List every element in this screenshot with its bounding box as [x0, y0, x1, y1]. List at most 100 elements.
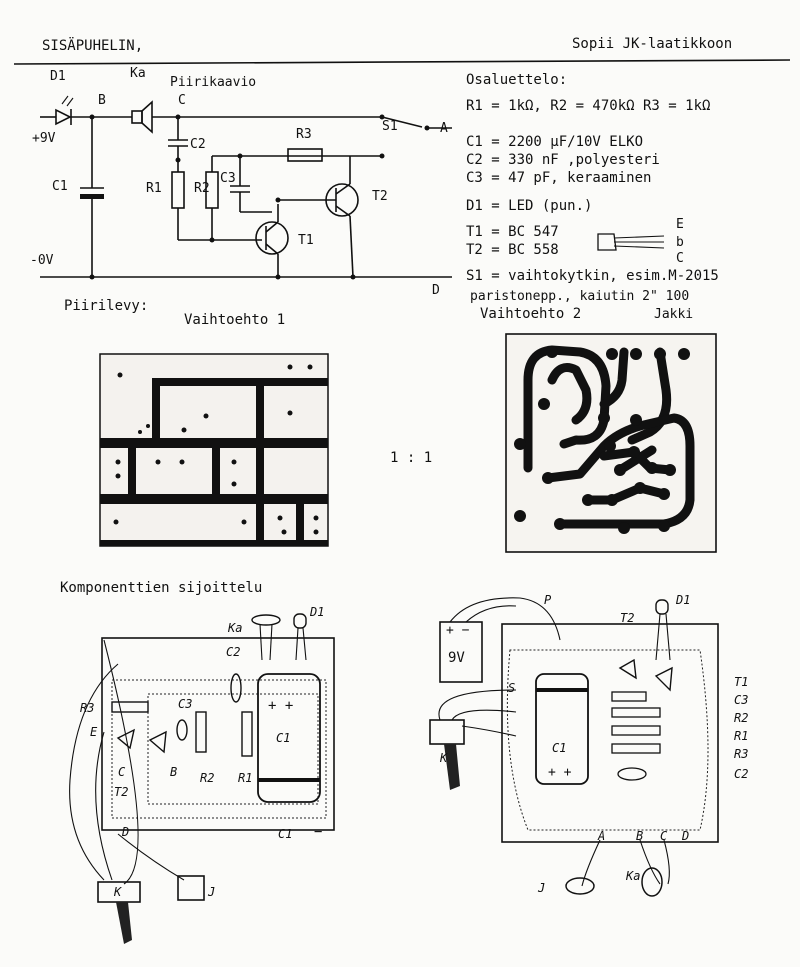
circuit-schematic: Piirikaavio D1 Ka B C +9V C2 R3 S1 A C1 … — [30, 66, 452, 298]
resistor-r3 — [287, 148, 323, 162]
parts-list: Osaluettelo: R1 = 1kΩ, R2 = 470kΩ R3 = 1… — [466, 72, 719, 322]
pcb-option-1: Vaihtoehto 1 — [184, 312, 285, 328]
right-label-d1: D1 — [675, 593, 690, 607]
left-label-minus: − — [314, 824, 322, 840]
label-d: D — [432, 283, 440, 298]
label-plus9v: +9V — [32, 131, 56, 146]
transistor-package-icon — [597, 233, 617, 251]
left-label-c2: C2 — [226, 645, 240, 659]
parts-line-3: C2 = 330 nF ,polyesteri — [466, 152, 660, 168]
label-ka: Ka — [130, 66, 146, 81]
parts-list-title: Osaluettelo: — [466, 72, 567, 88]
parts-line-8: S1 = vaihtokytkin, esim.M-2015 — [466, 268, 719, 284]
left-label-ka: Ka — [227, 621, 242, 635]
capacitor-c3-icon — [176, 719, 188, 741]
battery-icon — [439, 621, 483, 683]
placement-right: + − 9V P D1 T2 C1 + + T1 C3 R2 R1 R3 C2 — [429, 593, 748, 897]
right-switch-k-icon — [429, 719, 465, 745]
label-c2: C2 — [190, 137, 206, 152]
transistor-t1-icon — [148, 730, 167, 754]
pad-c: C — [660, 829, 668, 843]
right-label-t2: T2 — [620, 611, 634, 625]
left-label-c: C — [118, 765, 126, 779]
left-label-t2: T2 — [114, 785, 128, 799]
left-label-d1: D1 — [309, 605, 324, 619]
label-r2: R2 — [194, 181, 210, 196]
placement-left: Ka D1 C2 + + C1 C1 − R3 R2 R1 C3 E C B T… — [69, 605, 335, 944]
right-jack-j-icon — [565, 877, 595, 895]
pcb-option-1-board — [99, 353, 329, 547]
speaker-icon — [251, 614, 281, 626]
pcb-option-2: Vaihtoehto 2 — [480, 306, 581, 322]
pin-label-b: b — [676, 235, 684, 250]
pcb-scale: 1 : 1 — [390, 450, 432, 466]
pad-d: D — [681, 829, 689, 843]
label-c1: C1 — [52, 179, 68, 194]
label-s1: S1 — [382, 119, 398, 134]
legend-c3: C3 — [734, 693, 748, 707]
schematic-title: Piirikaavio — [170, 75, 256, 90]
right-label-c1: C1 — [552, 741, 566, 755]
header-title: SISÄPUHELIN, — [42, 36, 143, 54]
pad-a: A — [597, 829, 605, 843]
parts-line-6: T1 = BC 547 — [466, 224, 559, 240]
left-label-b: B — [170, 765, 177, 779]
legend-t1: T1 — [734, 675, 748, 689]
right-label-p: P — [544, 593, 552, 607]
left-label-c3: C3 — [178, 697, 192, 711]
left-label-k: K — [113, 885, 122, 899]
legend-r3: R3 — [734, 747, 748, 761]
right-label-battery: 9V — [448, 650, 465, 666]
parts-line-5: D1 = LED (pun.) — [466, 198, 592, 214]
label-c: C — [178, 93, 186, 108]
parts-line-10: Jakki — [654, 307, 693, 322]
left-label-c1: C1 — [276, 731, 290, 745]
capacitor-c1-icon — [257, 673, 321, 803]
left-label-r1: R1 — [238, 771, 252, 785]
svg-text:+ +: + + — [548, 765, 572, 780]
pin-label-e: E — [676, 217, 684, 232]
svg-text:+ −: + − — [446, 623, 470, 638]
right-capacitor-c1-icon — [535, 673, 589, 785]
legend-r2: R2 — [734, 711, 748, 725]
right-label-ka: Ka — [625, 869, 640, 883]
resistor-r1-icon — [241, 711, 253, 757]
placement-title: Komponenttien sijoittelu — [60, 580, 262, 596]
header-rule — [13, 59, 791, 65]
label-r1: R1 — [146, 181, 162, 196]
pad-b: B — [636, 829, 643, 843]
pcb-option-2-board — [505, 333, 717, 553]
right-label-j: J — [537, 881, 545, 895]
legend-r1: R1 — [734, 729, 748, 743]
resistor-r3-icon — [111, 701, 149, 713]
label-0v: -0V — [30, 253, 54, 268]
transistor-t1 — [255, 221, 289, 255]
resistor-r2-icon — [195, 711, 207, 753]
header-note: Sopii JK-laatikkoon — [572, 36, 732, 52]
pcb-title: Piirilevy: — [64, 298, 148, 314]
label-c3: C3 — [220, 171, 236, 186]
jack-j-icon — [177, 875, 205, 901]
right-label-s: S — [508, 681, 515, 695]
svg-text:+ +: + + — [268, 698, 293, 714]
right-label-k: K — [439, 751, 448, 765]
led-symbol — [55, 108, 72, 126]
left-label-e: E — [90, 725, 98, 739]
label-b: B — [98, 93, 106, 108]
legend-c2: C2 — [734, 767, 748, 781]
capacitor-c2-icon — [230, 673, 242, 703]
label-d1: D1 — [50, 69, 66, 84]
speaker-symbol — [131, 110, 143, 124]
left-label-c1b: C1 — [278, 827, 292, 841]
resistor-r1 — [171, 171, 185, 209]
pin-label-c: C — [676, 251, 684, 266]
right-led-icon — [655, 599, 669, 615]
left-label-j: J — [207, 885, 215, 899]
left-label-r2: R2 — [200, 771, 214, 785]
parts-line-2: C1 = 2200 µF/10V ELKO — [466, 134, 643, 150]
label-r3: R3 — [296, 127, 312, 142]
led-icon — [293, 613, 307, 629]
parts-line-7: T2 = BC 558 — [466, 242, 559, 258]
